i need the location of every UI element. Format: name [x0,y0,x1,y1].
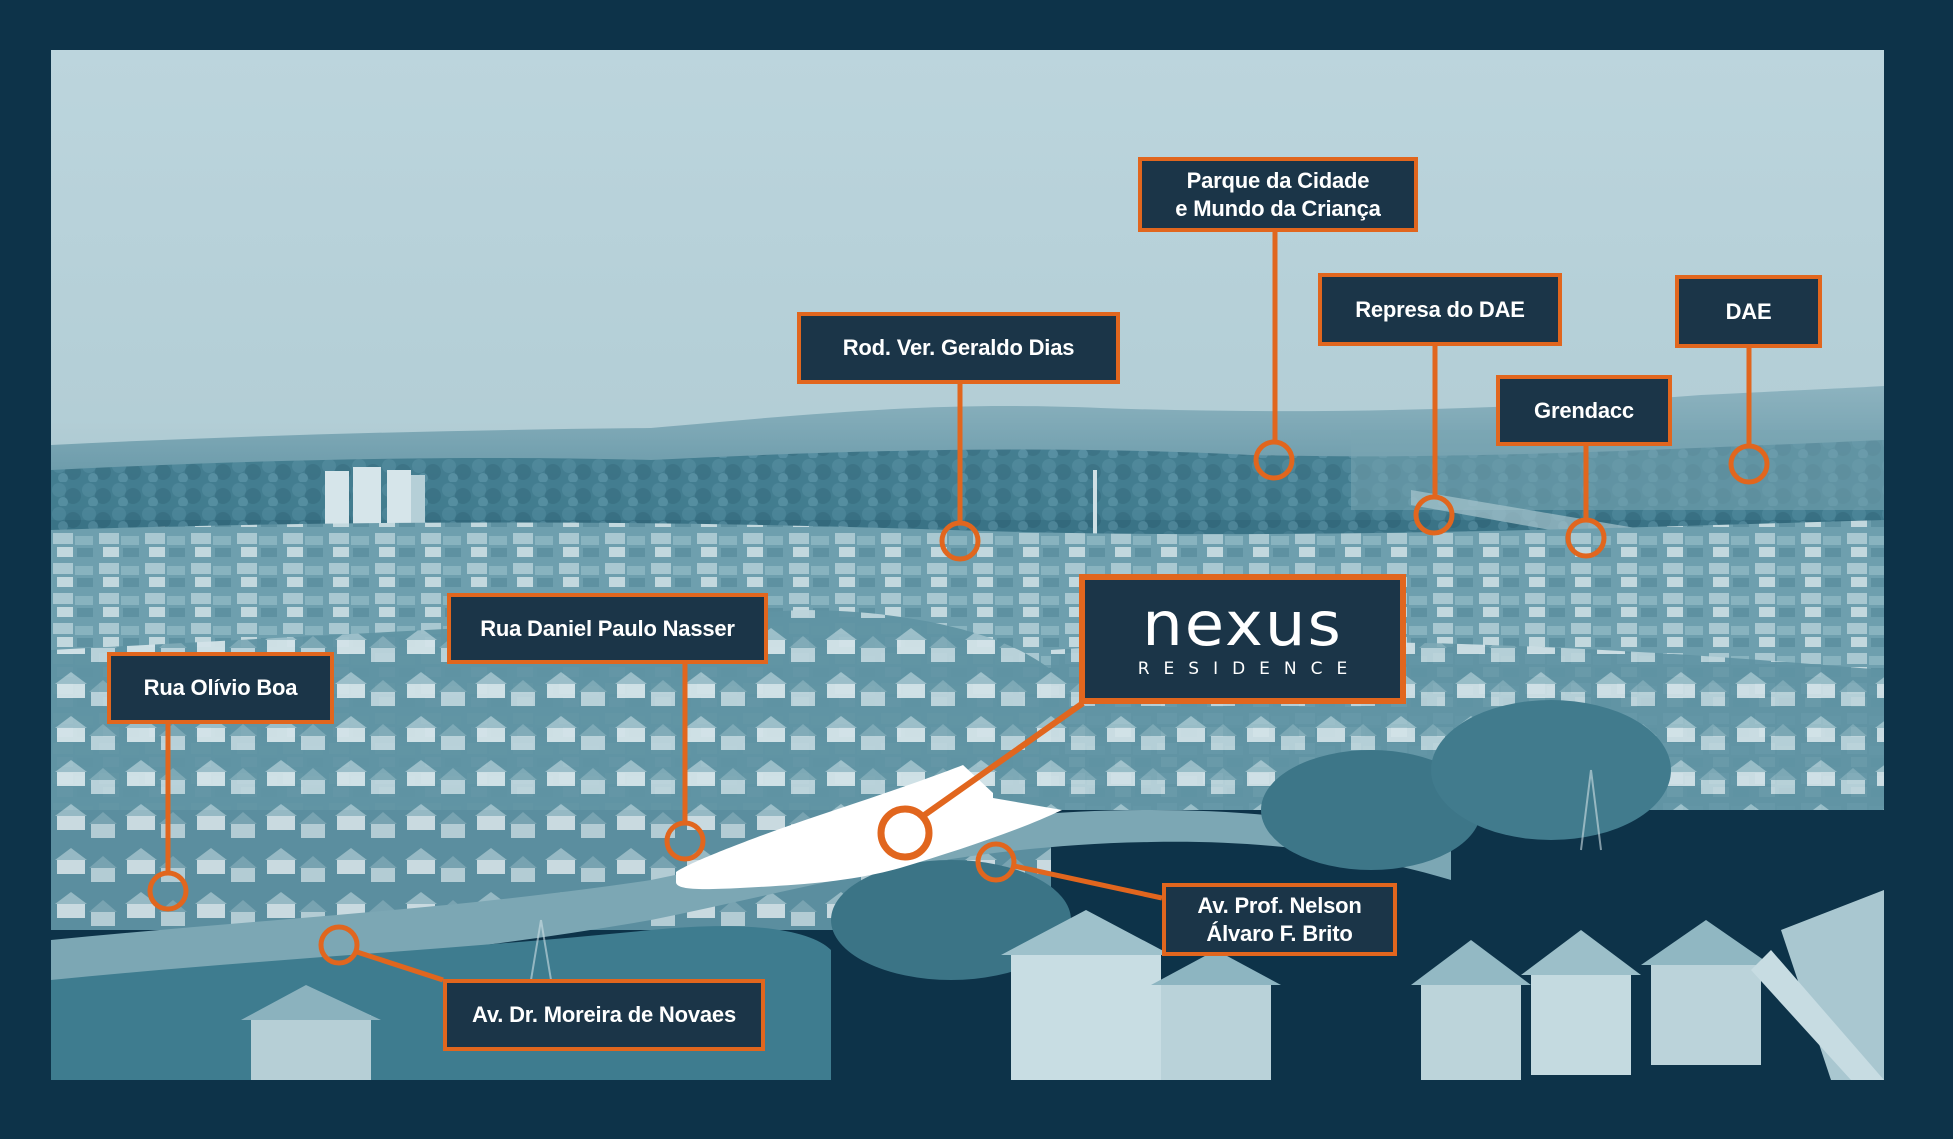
label-rodovia[interactable]: Rod. Ver. Geraldo Dias [797,312,1120,384]
label-daniel-text: Rua Daniel Paulo Nasser [480,615,735,641]
label-daniel[interactable]: Rua Daniel Paulo Nasser [447,593,768,664]
logo-subtitle: RESIDENCE [1137,659,1362,679]
label-represa-text: Represa do DAE [1355,296,1525,322]
label-nelson[interactable]: Av. Prof. Nelson Álvaro F. Brito [1162,883,1397,956]
nexus-residence-logo[interactable]: nexus RESIDENCE [1079,574,1406,704]
label-olivio-text: Rua Olívio Boa [143,675,298,700]
label-olivio[interactable]: Rua Olívio Boa [107,652,334,724]
label-dae[interactable]: DAE [1675,275,1822,348]
label-parque-line2: e Mundo da Criança [1175,195,1381,221]
label-parque[interactable]: Parque da Cidade e Mundo da Criança [1138,157,1418,232]
label-dae-text: DAE [1725,298,1772,324]
label-grendacc[interactable]: Grendacc [1496,375,1672,446]
aerial-photo-illustration [51,50,1884,1080]
label-parque-line1: Parque da Cidade [1186,167,1370,193]
label-rodovia-text: Rod. Ver. Geraldo Dias [842,335,1075,360]
label-moreira-text: Av. Dr. Moreira de Novaes [472,1002,736,1027]
label-represa[interactable]: Represa do DAE [1318,273,1562,346]
label-nelson-line2: Álvaro F. Brito [1206,920,1353,946]
label-grendacc-text: Grendacc [1534,397,1634,423]
aerial-photo [51,50,1884,1080]
label-nelson-line1: Av. Prof. Nelson [1197,892,1362,918]
logo-wordmark: nexus [1142,589,1343,661]
label-moreira[interactable]: Av. Dr. Moreira de Novaes [443,979,765,1051]
